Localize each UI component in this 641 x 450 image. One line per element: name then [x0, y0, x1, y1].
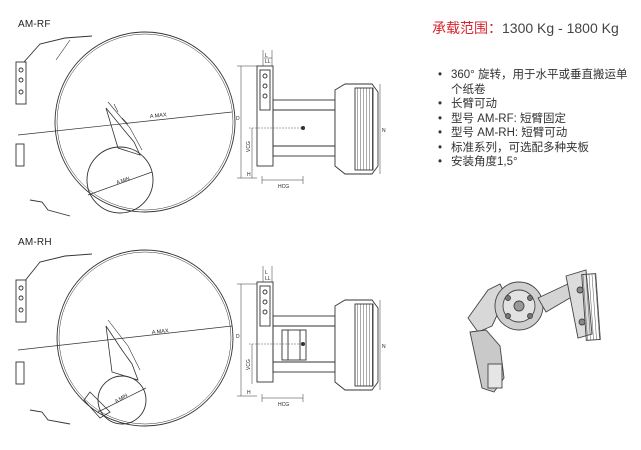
capacity-range: 承载范围：1300 Kg - 1800 Kg: [432, 18, 619, 38]
am-rf-a-min-text: A MIN: [116, 176, 131, 186]
am-rf-a-max-text: A MAX: [150, 112, 168, 120]
am-rf-side-view: [15, 31, 236, 217]
am-rf-dim-l: L: [265, 53, 268, 59]
am-rf-front-view: [237, 50, 381, 184]
am-rf-dim-hcg: HCG: [278, 184, 289, 190]
am-rh-dim-ll: LL: [265, 276, 271, 282]
am-rf-dim-d: D: [236, 116, 240, 122]
feature-item: 安装角度1,5°: [436, 155, 636, 170]
model-label-am-rf: AM-RF: [18, 19, 51, 30]
am-rh-dim-hcg: HCG: [278, 402, 289, 408]
feature-item: 型号 AM-RF: 短臂固定: [436, 112, 636, 127]
am-rf-dim-h: H: [247, 172, 251, 178]
am-rf-dim-ll: LL: [265, 59, 271, 65]
am-rh-side-view: [15, 249, 234, 427]
am-rf-arm: [105, 107, 141, 156]
am-rf-clamp-pad: [354, 87, 374, 171]
am-rf-a-max-circle: [54, 31, 236, 213]
am-rf-a-max-line: [17, 111, 233, 136]
feature-item: 标准系列，可选配多种夹板: [436, 141, 636, 156]
am-rf-dim-n: N: [382, 128, 386, 134]
am-rh-dim-d: D: [236, 334, 240, 340]
capacity-value: 1300 Kg - 1800 Kg: [502, 20, 619, 36]
am-rf-mount-plate: [15, 61, 27, 105]
am-rh-a-min-text: A MIN: [114, 393, 129, 405]
am-rh-dim-l: L: [265, 270, 268, 276]
am-rh-dim-h: H: [247, 390, 251, 396]
feature-item: 型号 AM-RH: 短臂可动: [436, 126, 636, 141]
feature-item: 360° 旋转，用于水平或垂直搬运单个纸卷: [436, 68, 636, 97]
am-rh-a-max-text: A MAX: [152, 328, 170, 336]
capacity-label: 承载范围：: [432, 20, 502, 36]
am-rh-a-max-circle: [56, 249, 234, 427]
model-label-am-rh: AM-RH: [18, 237, 52, 248]
feature-list: 360° 旋转，用于水平或垂直搬运单个纸卷 长臂可动 型号 AM-RF: 短臂固…: [436, 68, 636, 170]
am-rf-dim-vcg: VCG: [246, 141, 252, 152]
am-rh-front-view: [237, 266, 381, 402]
feature-item: 长臂可动: [436, 97, 636, 112]
clamp-3d-render: [467, 269, 601, 393]
am-rh-dim-vcg: VCG: [246, 359, 252, 370]
am-rh-dim-n: N: [382, 344, 386, 350]
am-rf-a-min-circle: [86, 146, 154, 214]
